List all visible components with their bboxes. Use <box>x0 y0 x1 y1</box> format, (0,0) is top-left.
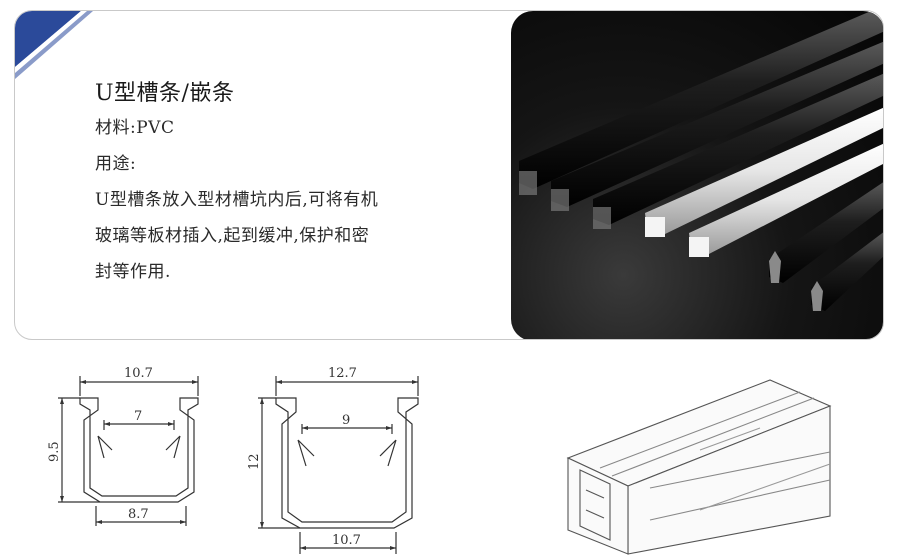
product-card: U型槽条/嵌条 材料:PVC 用途: U型槽条放入型材槽坑内后,可将有机 玻璃等… <box>14 10 884 340</box>
d2-top-width: 12.7 <box>328 366 357 381</box>
d2-height: 12 <box>247 453 262 470</box>
corner-stripe-icon <box>15 11 93 79</box>
usage-label: 用途: <box>95 154 137 174</box>
d1-height: 9.5 <box>47 441 62 462</box>
product-photo <box>511 11 883 339</box>
material-text: 材料:PVC <box>95 118 175 138</box>
strip-rendering-icon <box>519 11 883 311</box>
description-line-2: 玻璃等板材插入,起到缓冲,保护和密 <box>95 226 370 246</box>
product-title: U型槽条/嵌条 <box>95 81 235 106</box>
d1-bottom-width: 8.7 <box>128 507 149 522</box>
d1-top-width: 10.7 <box>124 366 153 381</box>
technical-drawings: 10.7 7 9.5 8.7 12.7 9 12 10.7 <box>47 366 832 555</box>
d1-inner-width: 7 <box>134 409 142 424</box>
description-line-3: 封等作用. <box>95 262 171 282</box>
d2-bottom-width: 10.7 <box>332 533 361 548</box>
description-line-1: U型槽条放入型材槽坑内后,可将有机 <box>95 190 379 210</box>
d2-inner-width: 9 <box>342 413 350 428</box>
aluminum-profile-icon <box>566 379 832 555</box>
